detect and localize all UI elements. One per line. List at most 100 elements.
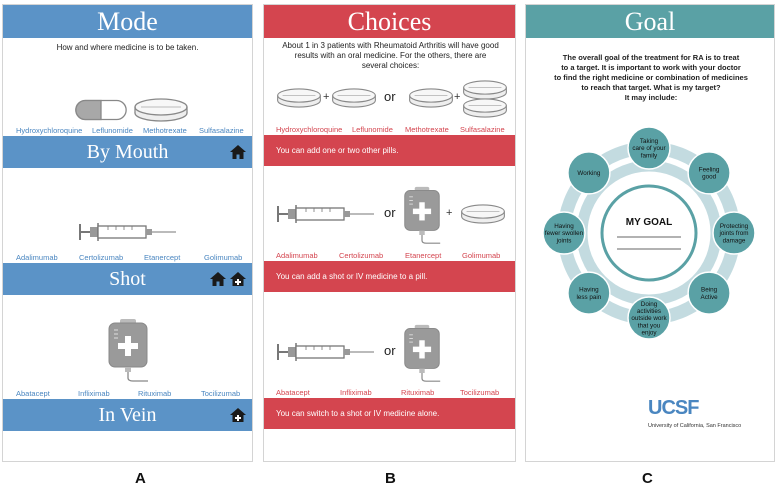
goal-node-label-line: enjoy xyxy=(641,330,657,337)
iv-bag-icon xyxy=(402,323,442,383)
goal-node-label-line: damage xyxy=(723,237,746,244)
drug-label: Adalimumab xyxy=(16,253,58,262)
goal-intro: The overall goal of the treatment for RA… xyxy=(546,53,756,103)
goal-intro-emph: target. xyxy=(576,63,600,72)
plus-sign: + xyxy=(454,91,461,103)
goal-node-label-line: Active xyxy=(701,294,719,301)
goal-node-label-line: Having xyxy=(579,287,599,294)
goal-node-label-line: outside work xyxy=(631,315,667,322)
goal-intro-line: to a target. It is important to work wit… xyxy=(546,63,756,73)
pill-icon xyxy=(462,97,508,119)
goal-node xyxy=(627,126,671,170)
drug-label: Leflunomide xyxy=(92,126,133,135)
goal-node-label-line: fewer swollen xyxy=(545,230,584,237)
goal-node xyxy=(712,211,756,255)
home-icon xyxy=(229,144,247,160)
drug-label: Hydroxychloroquine xyxy=(16,126,83,135)
goal-intro-part: to a xyxy=(561,63,577,72)
mode-title: By Mouth xyxy=(86,141,169,163)
goal-intro-line: to find the right medicine or combinatio… xyxy=(554,73,748,82)
goal-node-label-line: good xyxy=(702,174,717,181)
goal-center-label: MY GOAL xyxy=(626,217,672,228)
drug-label: Rituximab xyxy=(401,388,435,397)
syringe-icon xyxy=(276,340,376,364)
mode-title: In Vein xyxy=(98,404,157,426)
plus-sign: + xyxy=(323,91,330,103)
goal-intro-line: to reach that target. What is my target? xyxy=(581,83,721,92)
goal-intro-line: The overall goal of the treatment for RA… xyxy=(562,53,740,62)
or-label: or xyxy=(384,205,396,220)
drug-label: Golimumab xyxy=(204,253,243,262)
panel-title: Choices xyxy=(264,5,515,38)
drug-label: Etanercept xyxy=(144,253,181,262)
drug-label: Sulfasalazine xyxy=(460,125,505,134)
drug-label: Tocilizumab xyxy=(460,388,500,397)
goal-node-label-line: Working xyxy=(577,170,600,177)
mode-band-by-mouth: By Mouth xyxy=(3,136,252,168)
goal-node-label-line: Protecting xyxy=(720,223,749,230)
choice-band: You can switch to a shot or IV medicine … xyxy=(264,398,515,429)
panel-letter: C xyxy=(642,470,653,487)
pill-icon xyxy=(133,97,189,123)
goal-node xyxy=(567,151,611,195)
mode-title: Shot xyxy=(109,268,146,290)
panel-mode: Mode How and where medicine is to be tak… xyxy=(2,4,253,462)
choice-band: You can add one or two other pills. xyxy=(264,135,515,166)
goal-node xyxy=(687,151,731,195)
pill-icon xyxy=(460,203,506,225)
goal-node-label-line: Being xyxy=(701,287,718,294)
drug-label: Methotrexate xyxy=(405,125,449,134)
goal-node xyxy=(627,296,671,340)
syringe-icon xyxy=(78,220,178,244)
goal-node-label-line: activities xyxy=(637,308,661,315)
goal-node-label-line: Feeling xyxy=(699,166,720,173)
drug-label: Certolizumab xyxy=(339,251,384,260)
drug-label: Abatacept xyxy=(276,388,310,397)
mode-band-in-vein: In Vein xyxy=(3,399,252,431)
goal-node-label: Working xyxy=(577,170,600,177)
panel-letter: A xyxy=(135,470,146,487)
panel-choices: Choices About 1 in 3 patients with Rheum… xyxy=(263,4,516,462)
panel-intro: About 1 in 3 patients with Rheumatoid Ar… xyxy=(282,41,499,70)
goal-node xyxy=(542,211,586,255)
panel-letter: B xyxy=(385,470,396,487)
goal-node-label-line: family xyxy=(641,152,658,159)
goal-node-label-line: that you xyxy=(638,322,661,329)
drug-label: Hydroxychloroquine xyxy=(276,125,343,134)
goal-node-label-line: less pain xyxy=(576,294,601,301)
mode-band-shot: Shot xyxy=(3,263,252,295)
panel-goal: Goal The overall goal of the treatment f… xyxy=(525,4,775,462)
drug-label: Tocilizumab xyxy=(201,389,241,398)
choice-text: You can switch to a shot or IV medicine … xyxy=(276,409,440,418)
drug-label: Certolizumab xyxy=(79,253,124,262)
pill-icon xyxy=(75,99,127,121)
panel-title: Mode xyxy=(3,5,252,38)
drug-label: Abatacept xyxy=(16,389,50,398)
pill-icon xyxy=(331,87,377,109)
goal-node-label-line: care of your xyxy=(632,145,665,152)
ucsf-logo: UCSF xyxy=(648,397,699,419)
goal-node-label-line: joints xyxy=(556,237,572,244)
drug-label: Golimumab xyxy=(462,251,501,260)
plus-sign: + xyxy=(446,207,453,219)
panel-subtitle: How and where medicine is to be taken. xyxy=(56,43,199,52)
drug-label: Leflunomide xyxy=(352,125,393,134)
goal-node-label-line: Having xyxy=(554,223,574,230)
goal-node xyxy=(687,271,731,315)
or-label: or xyxy=(384,343,396,358)
choice-text: You can add one or two other pills. xyxy=(276,146,399,155)
drug-label: Infliximab xyxy=(78,389,110,398)
drug-label: Infliximab xyxy=(340,388,372,397)
choice-text: You can add a shot or IV medicine to a p… xyxy=(276,272,428,281)
goal-intro-part: It is important to work with your doctor xyxy=(599,63,741,72)
pill-icon xyxy=(408,87,454,109)
syringe-icon xyxy=(276,202,376,226)
or-label: or xyxy=(384,89,396,104)
